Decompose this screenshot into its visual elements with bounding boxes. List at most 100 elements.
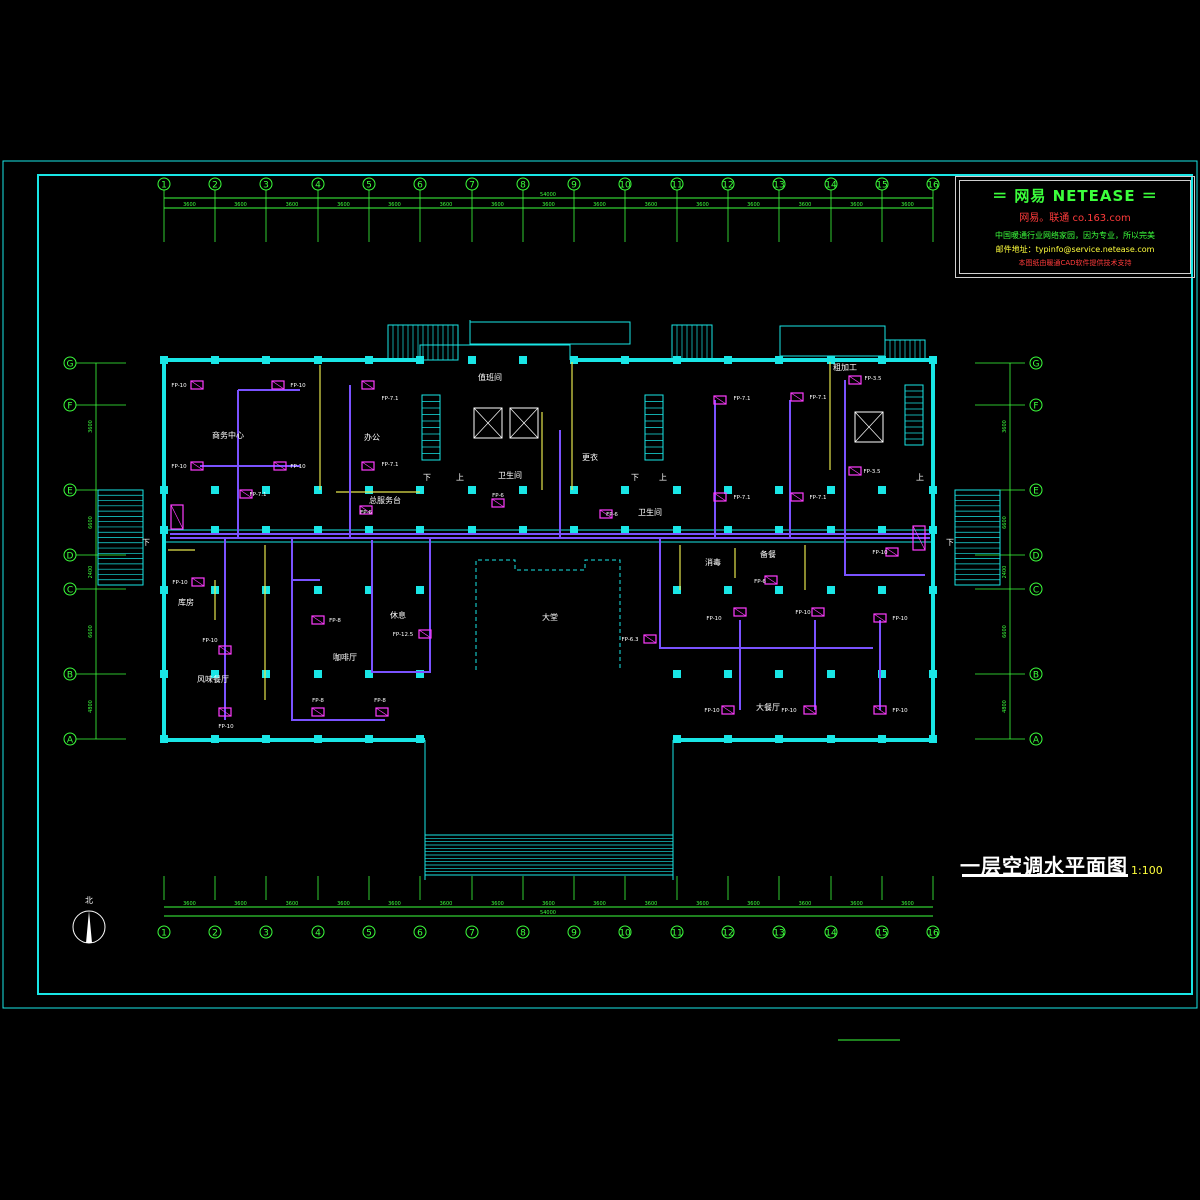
axis-col-16-top-bubble [926,177,940,191]
fan-coil-unit [361,380,375,390]
structural-column [621,486,629,494]
room-labels: 商务中心办公值班间总服务台卫生间卫生间休息咖啡厅大堂风味餐厅库房消毒备餐大餐厅粗… [142,362,954,712]
axis-col-3-top-bubble [259,177,273,191]
structural-column [827,586,835,594]
stair-down-core-left: 下 [423,473,431,482]
north-arrow-needle [86,911,92,943]
axis-col-8-top-label: 8 [520,181,526,191]
axis-col-6-bottom-label: 6 [417,929,423,939]
fan-coil-unit [190,380,204,390]
fan-coil-label: FP-10 [171,383,187,389]
structural-column [314,356,322,364]
structural-column [416,586,424,594]
row-spacing-label-right: 3600 [1002,420,1008,433]
column-spacing-label: 3600 [850,901,863,907]
fan-coil-label: FP-10 [781,708,797,714]
fan-coil-cross [375,707,389,717]
fan-coil-cross [218,645,232,655]
axis-col-1-top-label: 1 [161,181,167,191]
fan-coil-label: FP-10 [892,708,908,714]
room-restaurant: 风味餐厅 [197,674,229,684]
fan-coil-cross [361,380,375,390]
axis-row-F-left-bubble [63,398,77,412]
structural-column [314,670,322,678]
row-spacing-label-left: 3600 [88,420,94,433]
axis-col-2-top-label: 2 [212,181,218,191]
axis-col-12-bottom-label: 12 [722,929,733,939]
column-spacing-label: 3600 [440,901,453,907]
structural-column [570,526,578,534]
axis-col-3-top-label: 3 [263,181,269,191]
fan-coil-label: FP-8 [329,618,341,624]
axis-col-2-top-bubble [208,177,222,191]
fan-coil-cross [491,498,505,508]
axis-col-15-bottom-label: 15 [876,929,887,939]
structural-column [211,486,219,494]
axis-col-3-bottom-label: 3 [263,929,269,939]
axis-row-E-left-label: E [67,487,73,497]
structural-column [416,526,424,534]
fan-coil-cross [190,461,204,471]
title-block-inner: ＝ 网易 NETEASE ＝ 网易。联通 co.163.com 中国暖通行业网络… [959,180,1191,274]
column-spacing-label: 3600 [388,202,401,208]
axis-col-15-top-label: 15 [876,181,887,191]
structural-column [365,586,373,594]
structural-column [827,735,835,743]
axis-col-9-top-bubble [567,177,581,191]
room-dressing: 更衣 [582,452,598,462]
column-spacing-label: 3600 [440,202,453,208]
structural-column [160,735,168,743]
fan-coil-label: FP-7.1 [381,396,398,402]
fan-coil-cross [311,615,325,625]
structural-column [775,586,783,594]
structural-column [878,526,886,534]
axis-row-D-right-label: D [1033,552,1040,562]
air-handler-unit [912,525,926,551]
axis-col-5-top-bubble [362,177,376,191]
axis-col-7-bottom-label: 7 [469,929,475,939]
fan-coil-unit [790,492,804,502]
fan-coil-cross [359,505,373,515]
canopy-right [779,325,886,357]
fan-coil-cross [848,375,862,385]
axis-col-6-top-label: 6 [417,181,423,191]
structural-column [468,526,476,534]
axis-col-8-bottom-label: 8 [520,929,526,939]
stair-up-core-right: 上 [659,473,667,482]
structural-column [929,735,937,743]
title-block-site: 网易。联通 co.163.com [1019,213,1131,224]
outer-frame [2,160,1198,1009]
title-block-support: 本图纸由暖通CAD软件提供技术支持 [1018,259,1132,267]
axis-row-D-left-bubble [63,548,77,562]
row-spacing-label-left: 6600 [88,625,94,638]
title-block-email: 邮件地址：typinfo@service.netease.com [995,245,1155,254]
axis-col-5-bottom-bubble [362,925,376,939]
axis-col-16-top-label: 16 [927,181,939,191]
structural-column [724,356,732,364]
structural-column [314,526,322,534]
fan-coil-cross [764,575,778,585]
fan-coil-label: FP-10 [892,616,908,622]
fan-coil-label: FP-8 [312,698,324,704]
axis-col-10-bottom-label: 10 [619,929,631,939]
column-spacing-label: 3600 [286,202,299,208]
structural-column [468,356,476,364]
row-spacing-label-right: 4800 [1002,700,1008,713]
structural-column [878,586,886,594]
elevator-cross [854,411,884,443]
fan-coil-unit [311,615,325,625]
axis-col-11-bottom-label: 11 [671,929,682,939]
structural-column [827,356,835,364]
structural-column [160,526,168,534]
axis-col-14-top-label: 14 [825,181,837,191]
axis-row-E-left-bubble [63,483,77,497]
fan-coil-unit [218,707,232,717]
structural-column [621,356,629,364]
structural-column [929,486,937,494]
row-spacing-label-right: 6600 [1002,516,1008,529]
branch-coffee [291,538,385,721]
wall-north-east [570,358,935,742]
axis-row-C-right-label: C [1033,586,1039,596]
structural-column [929,670,937,678]
row-spacing-label-left: 6600 [88,516,94,529]
